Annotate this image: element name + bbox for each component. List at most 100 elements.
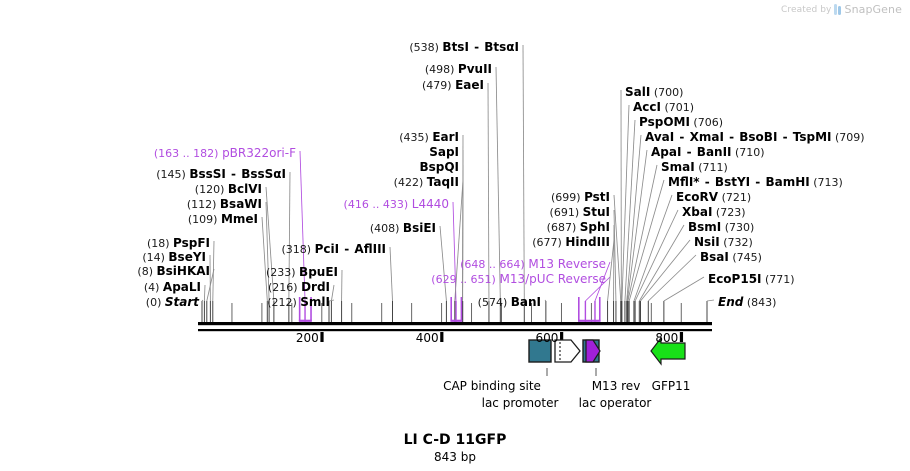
name-separator: - (226, 167, 241, 181)
page-title: LI C-D 11GFP (403, 432, 507, 448)
enzyme-label-eari[interactable]: (435) EarI (399, 131, 459, 145)
name-separator: - (700, 175, 714, 189)
enzyme-label-apai[interactable]: ApaI - BanII (710) (651, 146, 765, 160)
enzyme-position: (112) (186, 198, 220, 211)
enzyme-label-smli[interactable]: (212) SmlI (267, 295, 330, 310)
name-separator: - (340, 242, 354, 256)
credit-brand: SnapGene (844, 3, 902, 16)
enzyme-label-drdi[interactable]: (216) DrdI (267, 281, 330, 295)
enzyme-label-bseyi[interactable]: (14) BseYI (142, 251, 206, 265)
name-separator: - (751, 175, 765, 189)
enzyme-label-psti[interactable]: (699) PstI (550, 191, 610, 205)
snapgene-logo-icon (834, 4, 842, 15)
enzyme-position: (574) (477, 296, 511, 309)
enzyme-label-mfli-[interactable]: MflI* - BstYI - BamHI (713) (668, 175, 843, 190)
enzyme-position: (120) (194, 183, 228, 196)
enzyme-label-bsawi[interactable]: (112) BsaWI (186, 198, 262, 212)
track-caption-m13-rev[interactable]: M13 rev (591, 379, 641, 393)
enzyme-label-bclvi[interactable]: (120) BclVI (194, 183, 262, 197)
enzyme-position: (216) (267, 281, 302, 294)
enzyme-name: BsoBI (739, 130, 778, 144)
enzyme-position: (700) (650, 86, 684, 99)
snapgene-credit: Created by SnapGene (781, 3, 902, 16)
enzyme-position: (233) (265, 266, 300, 279)
enzyme-name: Start (164, 295, 199, 309)
track-feature-gfp11[interactable] (650, 336, 686, 366)
enzyme-name: TaqII (426, 175, 459, 189)
enzyme-label-stui[interactable]: (691) StuI (550, 206, 610, 220)
enzyme-name: MflI* (668, 175, 700, 189)
enzyme-name: BstYI (714, 175, 751, 189)
enzyme-position: (0) (145, 296, 165, 309)
enzyme-position: (699) (550, 191, 585, 204)
track-caption-lac-promoter[interactable]: lac promoter (481, 396, 559, 410)
enzyme-name: ApaLI (162, 280, 201, 294)
feature-range: (416 .. 433) (343, 198, 409, 211)
enzyme-label-bsssi[interactable]: (145) BssSI - BssSαI (156, 167, 286, 182)
enzyme-name: BtsI (442, 40, 469, 54)
enzyme-label-bani[interactable]: (574) BanI (477, 296, 541, 310)
enzyme-label-smai[interactable]: SmaI (711) (661, 161, 728, 175)
enzyme-name: SalI (625, 85, 651, 99)
feature-label-m13-reverse[interactable]: (648 .. 664) M13 Reverse (460, 258, 606, 272)
enzyme-position: (721) (718, 191, 752, 204)
enzyme-label-eaei[interactable]: (479) EaeI (422, 79, 484, 93)
enzyme-name: EcoP15I (708, 272, 762, 286)
enzyme-label-bpuei[interactable]: (233) BpuEI (265, 265, 338, 280)
feature-name: L4440 (411, 197, 449, 211)
enzyme-position: (709) (831, 131, 865, 144)
track-feature-cap-binding-site[interactable] (528, 339, 552, 363)
enzyme-name: AvaI (645, 130, 675, 144)
enzyme-label-pcii[interactable]: (318) PciI - AflIII (282, 242, 387, 257)
enzyme-label-xbai[interactable]: XbaI (723) (682, 205, 746, 220)
track-caption-gfp11[interactable]: GFP11 (651, 379, 691, 393)
enzyme-label-bspqi[interactable]: BspQI (419, 161, 459, 174)
enzyme-label-apali[interactable]: (4) ApaLI (144, 280, 201, 295)
enzyme-label-btsi[interactable]: (538) BtsI - BtsαI (409, 40, 519, 55)
track-feature-m13-rev[interactable] (585, 339, 601, 363)
enzyme-name: BsmI (688, 220, 722, 234)
enzyme-label-end[interactable]: End (843) (718, 296, 776, 310)
enzyme-label-ecorv[interactable]: EcoRV (721) (676, 191, 752, 205)
enzyme-name: SmlI (300, 295, 330, 309)
feature-label-l4440[interactable]: (416 .. 433) L4440 (343, 197, 449, 212)
enzyme-label-bsihkai[interactable]: (8) BsiHKAI (137, 265, 210, 279)
feature-name: M13/pUC Reverse (499, 272, 607, 286)
enzyme-label-taqii[interactable]: (422) TaqII (394, 175, 459, 190)
enzyme-label-acci[interactable]: AccI (701) (633, 101, 695, 115)
enzyme-position: (730) (721, 221, 755, 234)
enzyme-label-bsmi[interactable]: BsmI (730) (688, 220, 755, 235)
credit-prefix: Created by (780, 4, 832, 15)
track-caption-lac-operator[interactable]: lac operator (578, 396, 652, 410)
enzyme-label-avai[interactable]: AvaI - XmaI - BsoBI - TspMI (709) (645, 130, 865, 145)
feature-label-pbr322ori-f[interactable]: (163 .. 182) pBR322ori-F (153, 147, 296, 161)
enzyme-label-start[interactable]: (0) Start (145, 295, 199, 310)
feature-label-m13-puc-reverse[interactable]: (629 .. 651) M13/pUC Reverse (431, 272, 607, 287)
enzyme-label-sali[interactable]: SalI (700) (625, 85, 684, 100)
enzyme-label-ecop15i[interactable]: EcoP15I (771) (708, 272, 795, 287)
enzyme-label-pspfi[interactable]: (18) PspFI (147, 237, 210, 251)
feature-range: (163 .. 182) (153, 147, 219, 160)
enzyme-label-bsai[interactable]: BsaI (745) (700, 251, 762, 265)
enzyme-position: (701) (660, 101, 695, 114)
enzyme-label-pvuii[interactable]: (498) PvuII (425, 63, 492, 77)
enzyme-position: (713) (809, 176, 843, 189)
enzyme-name: BpuEI (299, 265, 338, 279)
enzyme-label-nsii[interactable]: NsiI (732) (694, 236, 753, 250)
enzyme-label-sapi[interactable]: SapI (429, 146, 459, 159)
enzyme-label-pspomi[interactable]: PspOMI (706) (639, 116, 723, 130)
enzyme-name: MmeI (220, 212, 258, 226)
enzyme-position: (212) (267, 296, 301, 309)
enzyme-label-hindiii[interactable]: (677) HindIII (532, 236, 610, 250)
enzyme-position: (145) (156, 168, 190, 181)
enzyme-label-mmei[interactable]: (109) MmeI (188, 212, 258, 227)
track-feature-lac-promoter[interactable] (554, 339, 581, 363)
enzyme-position: (723) (712, 206, 746, 219)
enzyme-name: XbaI (682, 205, 713, 219)
enzyme-label-bsiei[interactable]: (408) BsiEI (369, 222, 436, 236)
track-caption-cap-binding-site[interactable]: CAP binding site (443, 379, 541, 393)
enzyme-name: BssSαI (241, 167, 286, 181)
enzyme-label-sphi[interactable]: (687) SphI (547, 221, 610, 235)
enzyme-name: BssSI (189, 167, 226, 181)
enzyme-position: (408) (369, 222, 403, 235)
